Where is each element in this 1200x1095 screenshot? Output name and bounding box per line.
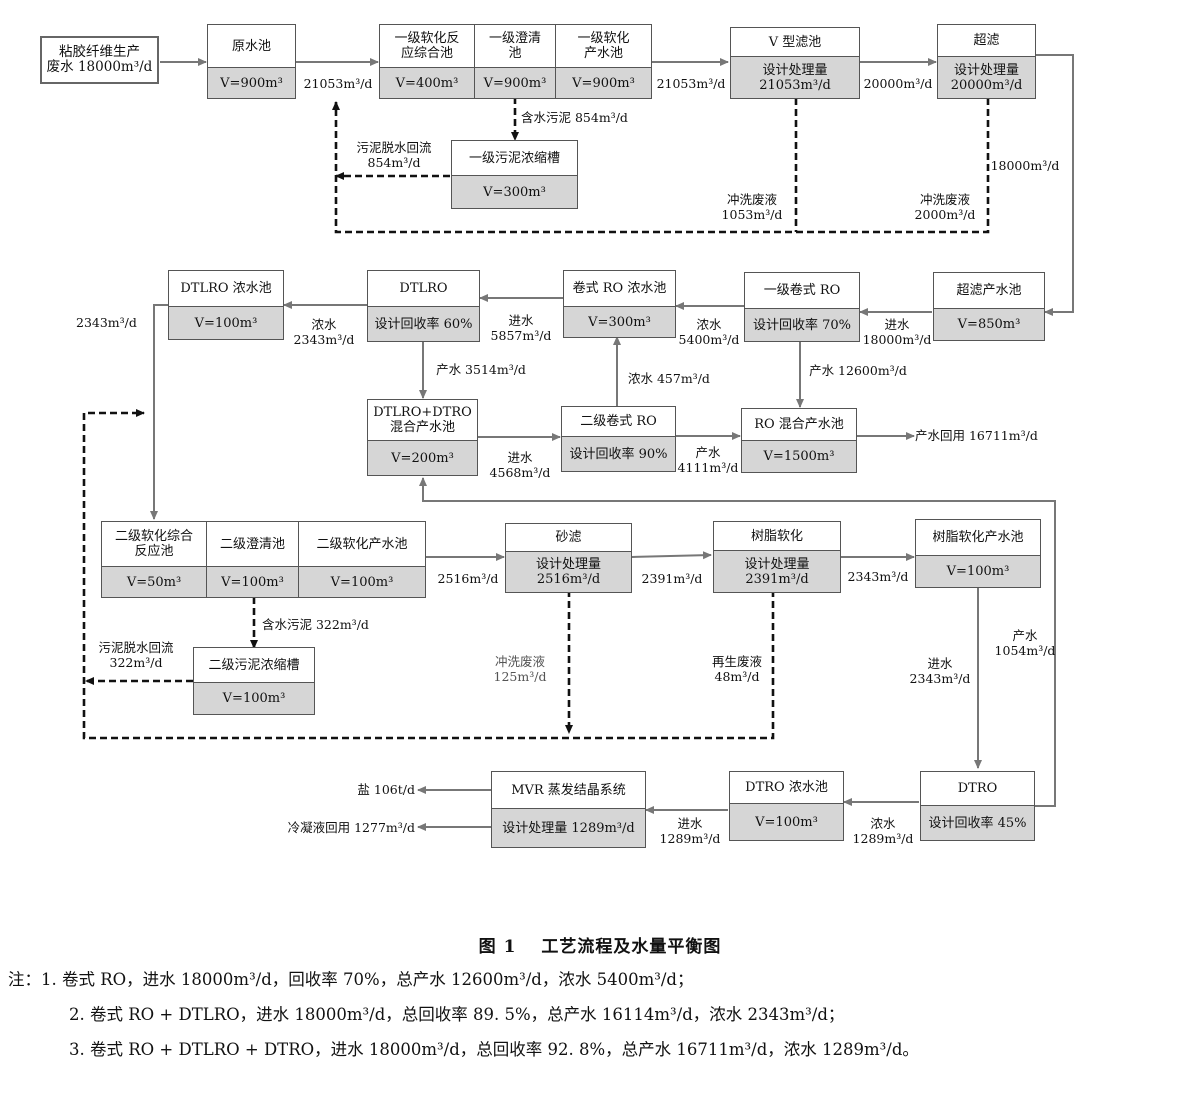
l1-reactor-volume: V=400m³ [379,67,475,99]
uf-tank-name: 超滤产水池 [933,272,1045,309]
dtro-recovery: 设计回收率 45% [920,805,1035,841]
resin-tank-name: 树脂软化产水池 [915,519,1041,556]
l2-reactor-volume: V=50m³ [101,566,207,598]
uf-name: 超滤 [937,24,1036,57]
mix-tank-name: DTLRO+DTRO 混合产水池 [367,399,478,441]
label-20000: 20000m³/d [863,76,933,91]
label-sludge1: 含水污泥 854m³/d [521,110,628,125]
label-sludge2: 含水污泥 322m³/d [262,617,369,632]
flow-sand-resin [631,551,712,560]
label-conc-ro1: 浓水 5400m³/d [678,317,740,347]
sand-name: 砂滤 [505,523,632,552]
resin-capacity: 设计处理量 2391m³/d [713,550,841,593]
label-reuse: 产水回用 16711m³/d [915,428,1038,443]
ro-conc-name: 卷式 RO 浓水池 [563,270,676,307]
label-18000: 18000m³/d [990,158,1060,173]
mvr-capacity: 设计处理量 1289m³/d [491,808,646,848]
ro-mix-name: RO 混合产水池 [741,408,857,441]
label-21053-b: 21053m³/d [656,76,726,91]
note-2: 2. 卷式 RO + DTLRO，进水 18000m³/d，总回收率 89. 5… [69,1005,845,1024]
label-2343-left: 2343m³/d [76,315,137,330]
mvr-name: MVR 蒸发结晶系统 [491,771,646,809]
dash-uf-wash [332,98,990,234]
l2-clarifier-name: 二级澄清池 [206,521,299,567]
l1-sludge-volume: V=300m³ [451,175,578,209]
dtro-conc-volume: V=100m³ [729,803,844,841]
flow-dtro-mix [419,477,1056,807]
l1-product-name: 一级软化 产水池 [555,24,652,68]
dtlro-conc-name: DTLRO 浓水池 [168,270,284,307]
label-regen: 再生废液 48m³/d [711,654,762,684]
l1-clarifier-name: 一级澄清 池 [474,24,556,68]
flow-lines [82,54,1074,831]
label-prod-dtlro: 产水 3514m³/d [436,362,526,377]
source-label: 粘胶纤维生产 废水 18000m³/d [42,38,157,82]
label-wash-uf: 冲洗废液 2000m³/d [914,192,976,222]
resin-name: 树脂软化 [713,521,841,551]
dtlro-conc-volume: V=100m³ [168,306,284,340]
note-3: 3. 卷式 RO + DTLRO + DTRO，进水 18000m³/d，总回收… [69,1040,919,1059]
ro1-name: 一级卷式 RO [744,272,860,309]
ro-mix-volume: V=1500m³ [741,440,857,473]
label-in-ro2: 进水 4568m³/d [489,450,551,480]
label-conc-ro2: 浓水 457m³/d [628,371,710,386]
label-in-ro1: 进水 18000m³/d [862,317,932,347]
label-prod-ro1: 产水 12600m³/d [809,363,907,378]
dtro-name: DTRO [920,771,1035,806]
resin-tank-volume: V=100m³ [915,555,1041,588]
flow-uf-uftank [1036,54,1074,316]
l2-reactor-name: 二级软化综合 反应池 [101,521,207,567]
label-salt: 盐 106t/d [357,782,415,797]
ro2-name: 二级卷式 RO [561,406,676,437]
mix-tank-volume: V=200m³ [367,440,478,476]
label-conc-dtlro: 浓水 2343m³/d [293,317,355,347]
l2-product-volume: V=100m³ [298,566,426,598]
label-wash-v: 冲洗废液 1053m³/d [721,192,783,222]
l1-sludge-name: 一级污泥浓缩槽 [451,140,578,176]
dtro-conc-name: DTRO 浓水池 [729,771,844,804]
note-1: 注：1. 卷式 RO，进水 18000m³/d，回收率 70%，总产水 1260… [8,970,694,989]
label-condensate: 冷凝液回用 1277m³/d [287,820,415,835]
ro-conc-volume: V=300m³ [563,306,676,338]
label-in-dtro: 进水 2343m³/d [909,656,971,686]
dtlro-name: DTLRO [367,270,480,307]
figure-caption: 图 1 工艺流程及水量平衡图 [478,937,722,957]
sand-capacity: 设计处理量 2516m³/d [505,551,632,593]
raw-tank-name: 原水池 [207,24,296,68]
v-filter-name: V 型滤池 [730,27,860,57]
label-in-dtlro: 进水 5857m³/d [490,313,552,343]
l2-sludge-name: 二级污泥浓缩槽 [193,647,315,683]
l2-sludge-volume: V=100m³ [193,682,315,715]
dtlro-recovery: 设计回收率 60% [367,306,480,342]
label-return2: 污泥脱水回流 322m³/d [98,640,174,670]
ro1-recovery: 设计回收率 70% [744,308,860,342]
l1-product-volume: V=900m³ [555,67,652,99]
l1-reactor-name: 一级软化反 应综合池 [379,24,475,68]
uf-capacity: 设计处理量 20000m³/d [937,56,1036,99]
raw-tank-volume: V=900m³ [207,67,296,99]
label-return1: 污泥脱水回流 854m³/d [356,140,432,170]
label-21053-a: 21053m³/d [303,76,373,91]
label-prod-ro2: 产水 4111m³/d [677,445,739,475]
l1-clarifier-volume: V=900m³ [474,67,556,99]
label-2516: 2516m³/d [437,571,499,586]
label-conc-dtro: 浓水 1289m³/d [852,816,914,846]
v-filter-capacity: 设计处理量 21053m³/d [730,56,860,99]
source-box: 粘胶纤维生产 废水 18000m³/d [40,36,159,84]
label-in-mvr: 进水 1289m³/d [659,816,721,846]
l2-product-name: 二级软化产水池 [298,521,426,567]
l2-clarifier-volume: V=100m³ [206,566,299,598]
ro2-recovery: 设计回收率 90% [561,436,676,472]
flow-dtlroconc-l2 [150,304,168,520]
label-prod-dtro: 产水 1054m³/d [994,628,1056,658]
label-2391: 2391m³/d [641,571,703,586]
dash-resin-regen [82,409,775,740]
label-2343-resin: 2343m³/d [847,569,909,584]
uf-tank-volume: V=850m³ [933,308,1045,341]
label-wash-sand: 冲洗废液 125m³/d [493,654,547,684]
